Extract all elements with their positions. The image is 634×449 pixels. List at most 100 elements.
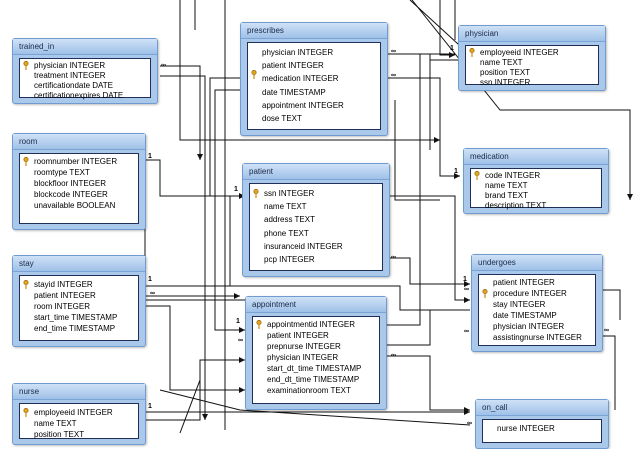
cardinality-many-mark: ∞ [603, 327, 610, 333]
cardinality-many-mark: ∞ [466, 420, 473, 426]
field-row: patient INTEGER [34, 291, 96, 300]
field-row: blockfloor INTEGER [34, 179, 107, 188]
table-fields: roomnumber INTEGER roomtype TEXT blockfl… [19, 153, 139, 224]
table-title: patient [243, 164, 389, 180]
table-on-call[interactable]: on_call nurse INTEGER [475, 399, 609, 449]
table-fields: physician INTEGER patient INTEGER medica… [247, 42, 381, 130]
table-nurse[interactable]: nurse employeeid INTEGER name TEXT posit… [12, 383, 146, 445]
table-title: physician [459, 26, 605, 42]
table-fields: physician INTEGER treatment INTEGER cert… [19, 58, 151, 100]
field-row: dose TEXT [262, 114, 302, 123]
table-physician[interactable]: physician employeeid INTEGER name TEXT p… [458, 25, 606, 91]
table-fields: patient INTEGER procedure INTEGER stay I… [478, 274, 596, 346]
table-title: medication [464, 149, 608, 165]
field-row: physician INTEGER [34, 61, 106, 70]
field-row: certificationdate DATE [34, 81, 113, 90]
table-title: prescribes [241, 23, 387, 39]
cardinality-one-mark: 1 [236, 318, 240, 325]
field-row: appointmentid INTEGER [267, 320, 356, 329]
key-icon [469, 48, 475, 57]
field-row: end_time TIMESTAMP [34, 324, 116, 333]
table-fields: employeeid INTEGER name TEXT position TE… [465, 45, 599, 87]
field-row: start_time TIMESTAMP [34, 313, 118, 322]
key-icon [23, 280, 29, 289]
field-row: patient INTEGER [267, 331, 329, 340]
key-icon [256, 320, 262, 329]
table-stay[interactable]: stay stayid INTEGER patient INTEGER room… [12, 255, 146, 347]
field-row: physician INTEGER [493, 322, 565, 331]
field-row: start_dt_time TIMESTAMP [267, 364, 362, 373]
field-row: patient INTEGER [493, 278, 555, 287]
cardinality-many-mark: ∞ [463, 328, 470, 334]
table-prescribes[interactable]: prescribes physician INTEGER patient INT… [240, 22, 388, 136]
table-title: undergoes [472, 255, 602, 271]
cardinality-many-mark: ∞ [390, 72, 397, 78]
field-row: appointment INTEGER [262, 101, 344, 110]
key-icon [23, 408, 29, 417]
key-icon [23, 61, 29, 70]
table-title: nurse [13, 384, 145, 400]
relationship-lines [144, 0, 633, 433]
field-row: name TEXT [34, 419, 77, 428]
field-row: date TIMESTAMP [262, 88, 326, 97]
key-icon [482, 289, 488, 298]
cardinality-one-mark: 1 [148, 403, 152, 410]
cardinality-many-mark: ∞ [149, 290, 156, 296]
table-title: trained_in [13, 39, 157, 55]
field-row: position TEXT [34, 430, 85, 439]
cardinality-many-mark: ∞ [160, 62, 167, 68]
table-appointment[interactable]: appointment appointmentid INTEGER patien… [245, 296, 387, 410]
field-row: certificationexpires DATE [34, 91, 124, 100]
table-room[interactable]: room roomnumber INTEGER roomtype TEXT bl… [12, 133, 146, 230]
cardinality-many-mark: ∞ [237, 337, 244, 343]
field-row: employeeid INTEGER [34, 408, 113, 417]
table-fields: appointmentid INTEGER patient INTEGER pr… [252, 316, 380, 404]
field-row: assistingnurse INTEGER [493, 333, 582, 342]
field-row: name TEXT [485, 181, 528, 190]
table-title: on_call [476, 400, 608, 416]
cardinality-one-mark: 1 [234, 186, 238, 193]
field-row: ssn INTEGER [264, 189, 315, 198]
field-row: examinationroom TEXT [267, 386, 351, 395]
field-row: patient INTEGER [262, 61, 324, 70]
cardinality-many-mark: ∞ [390, 352, 397, 358]
field-row: pcp INTEGER [264, 255, 315, 264]
field-row: name TEXT [264, 202, 307, 211]
field-row: unavailable BOOLEAN [34, 201, 116, 210]
table-title: appointment [246, 297, 386, 313]
table-trained-in[interactable]: trained_in physician INTEGER treatment I… [12, 38, 158, 104]
cardinality-one-mark: 1 [148, 153, 152, 160]
field-row: ssn INTEGER [480, 78, 531, 87]
cardinality-many-mark: ∞ [390, 254, 397, 260]
field-row: insuranceid INTEGER [264, 242, 343, 251]
field-row: description TEXT [485, 201, 547, 210]
table-title: stay [13, 256, 145, 272]
table-fields: code INTEGER name TEXT brand TEXT descri… [470, 168, 602, 210]
table-patient[interactable]: patient ssn INTEGER name TEXT address TE… [242, 163, 390, 277]
table-title: room [13, 134, 145, 150]
field-row: procedure INTEGER [493, 289, 567, 298]
field-row: code INTEGER [485, 171, 541, 180]
field-row: phone TEXT [264, 229, 309, 238]
cardinality-many-mark: ∞ [463, 286, 470, 292]
table-fields: employeeid INTEGER name TEXT position TE… [19, 403, 139, 439]
field-row: prepnurse INTEGER [267, 342, 341, 351]
field-row: stayid INTEGER [34, 280, 93, 289]
table-fields: nurse INTEGER [482, 419, 602, 443]
field-row: room INTEGER [34, 302, 91, 311]
field-row: address TEXT [264, 215, 315, 224]
cardinality-one-mark: 1 [454, 168, 458, 175]
table-undergoes[interactable]: undergoes patient INTEGER procedure INTE… [471, 254, 603, 352]
field-row: roomnumber INTEGER [34, 157, 118, 166]
cardinality-one-mark: 1 [148, 276, 152, 283]
cardinality-many-mark: ∞ [390, 48, 397, 54]
field-row: name TEXT [480, 58, 523, 67]
key-icon [251, 70, 257, 79]
field-row: physician INTEGER [262, 48, 334, 57]
table-medication[interactable]: medication code INTEGER name TEXT brand … [463, 148, 609, 214]
field-row: brand TEXT [485, 191, 528, 200]
field-row: employeeid INTEGER [480, 48, 559, 57]
key-icon [23, 157, 29, 166]
field-row: position TEXT [480, 68, 531, 77]
table-fields: stayid INTEGER patient INTEGER room INTE… [19, 275, 139, 341]
